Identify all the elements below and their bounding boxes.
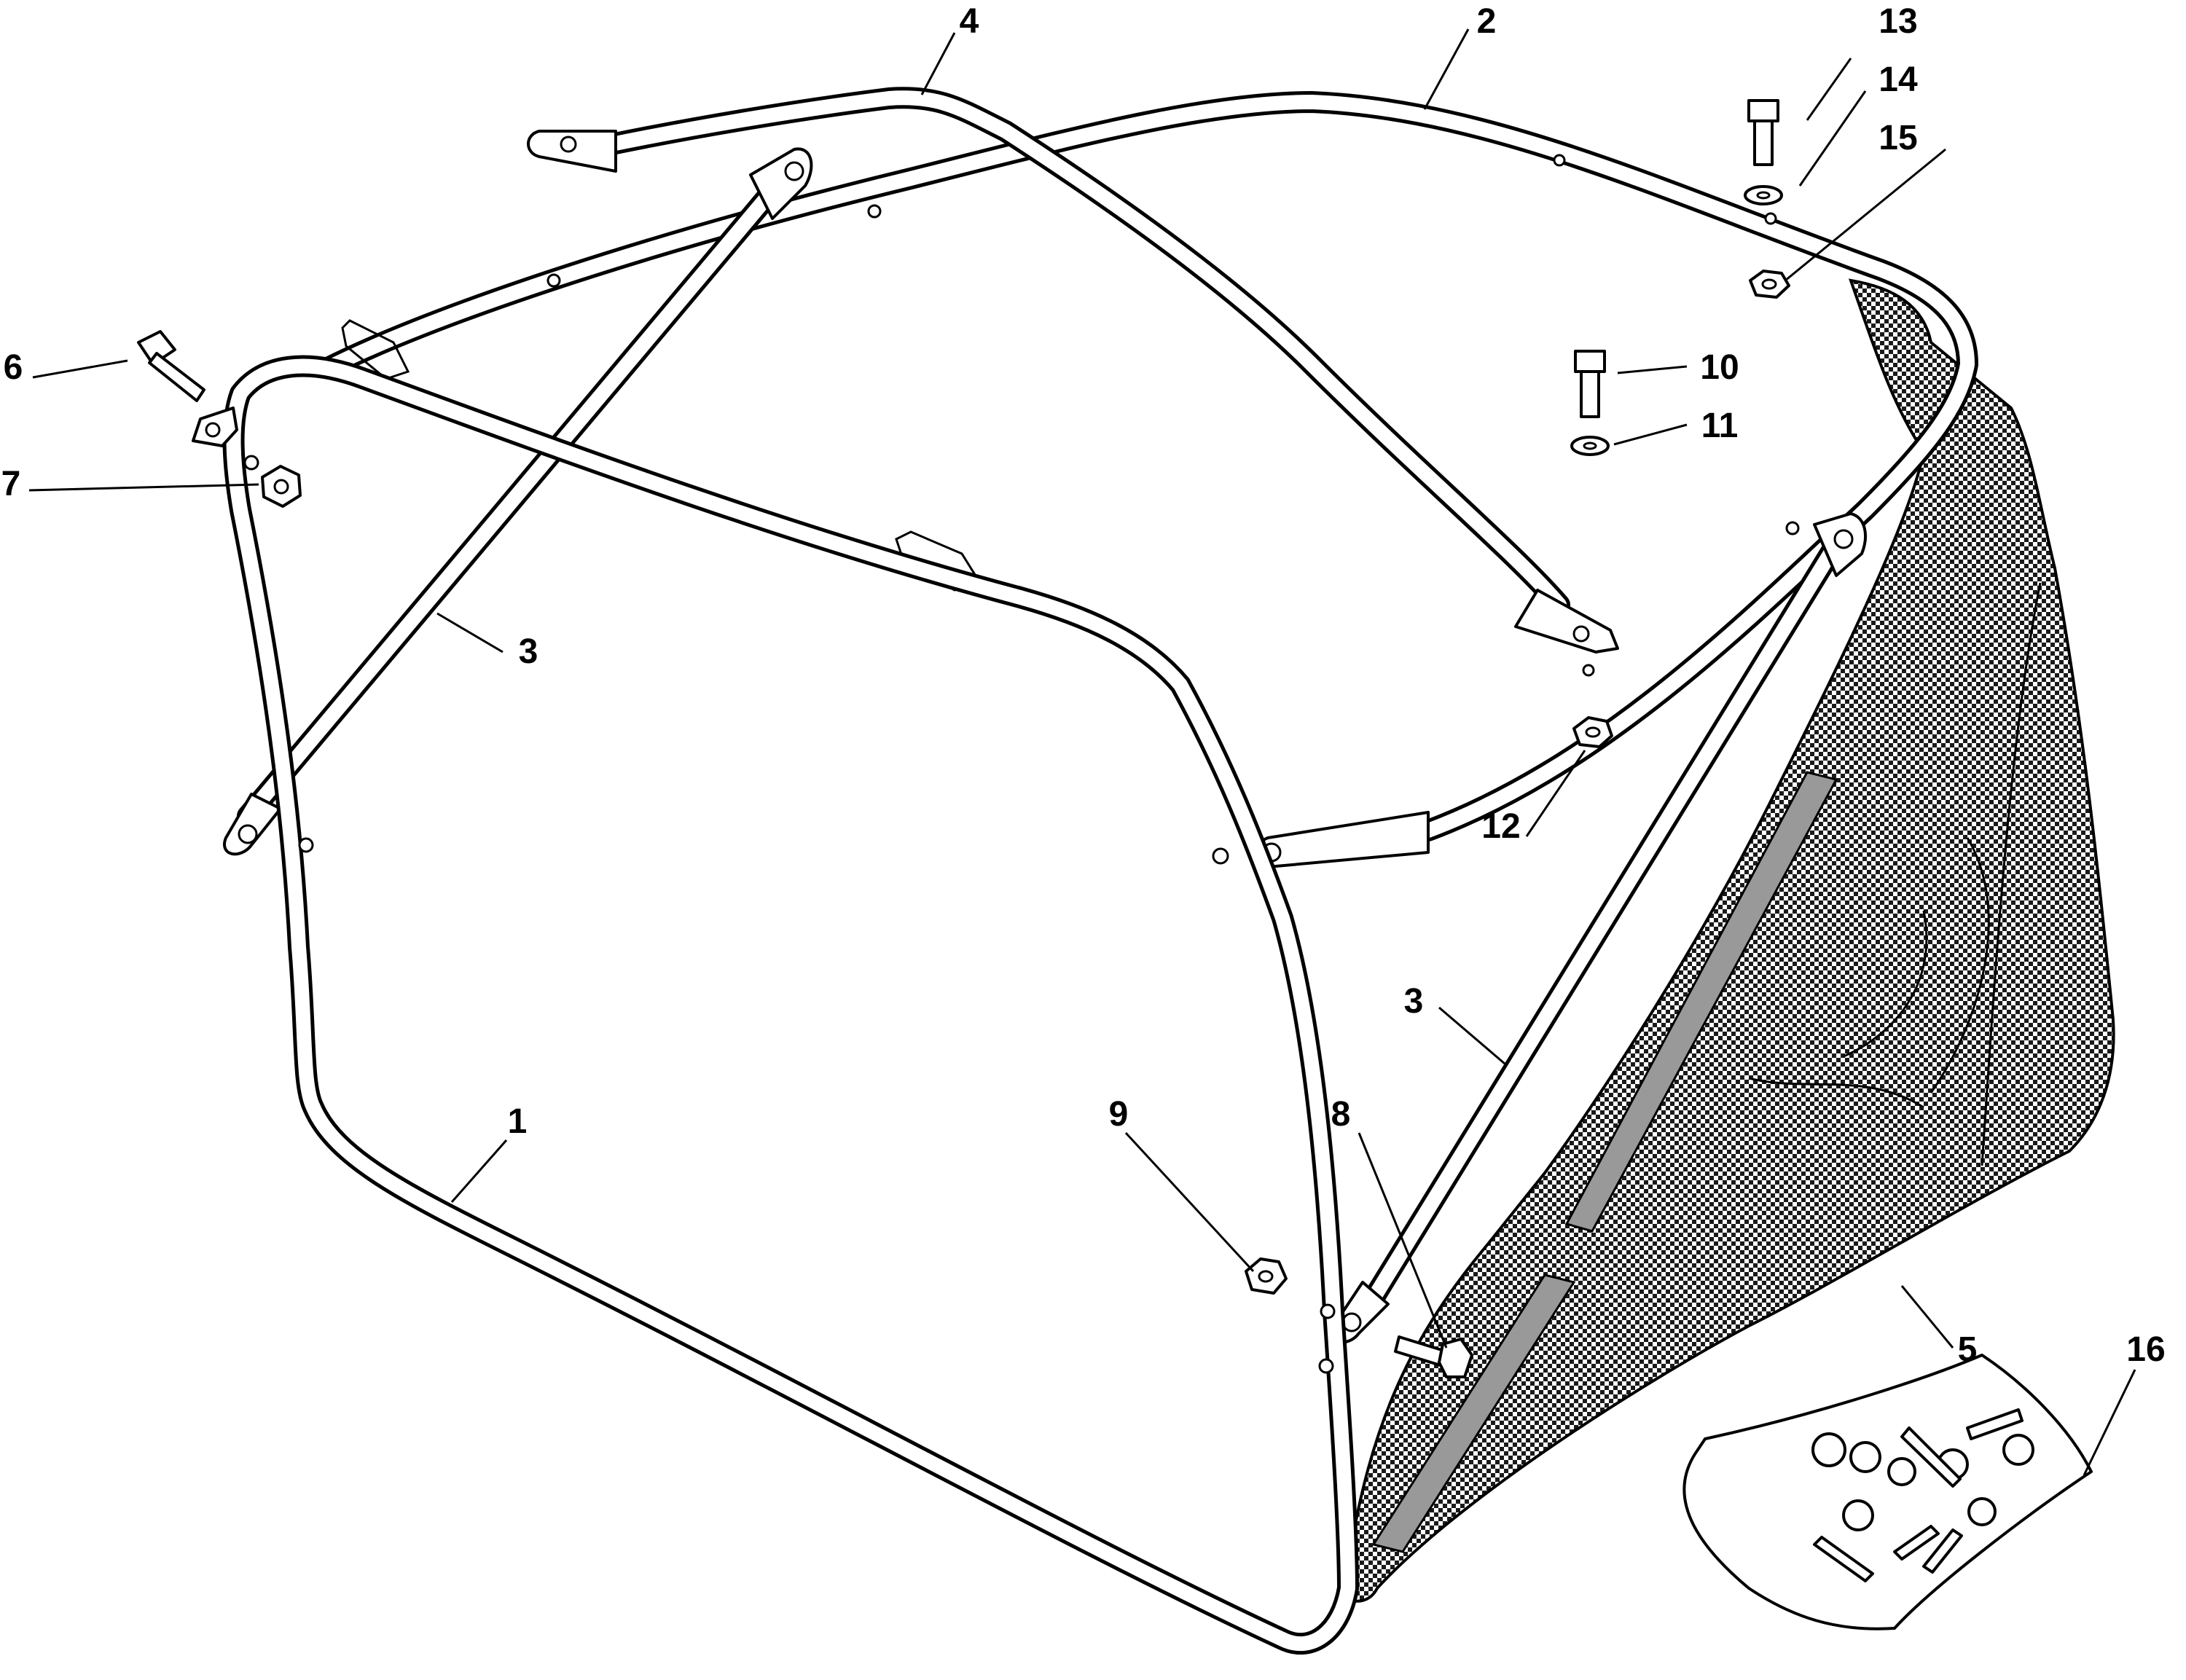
callout-1: 1 <box>508 1102 528 1141</box>
callout-4: 4 <box>960 2 979 41</box>
callout-6: 6 <box>4 348 23 387</box>
top-bar-end-tab <box>1253 811 1430 868</box>
arch-bar <box>527 87 1619 653</box>
washer-11 <box>1570 436 1610 456</box>
bolt-8 <box>1394 1335 1473 1378</box>
callout-13: 13 <box>1879 2 1917 41</box>
hook-rear <box>341 319 410 380</box>
callout-9: 9 <box>1109 1095 1129 1134</box>
callout-12: 12 <box>1481 807 1520 846</box>
nut-12 <box>1572 716 1613 748</box>
callout-5: 5 <box>1958 1330 1978 1369</box>
nut-7 <box>261 465 302 508</box>
callout-16: 16 <box>2126 1330 2165 1369</box>
callout-8: 8 <box>1331 1095 1351 1134</box>
nut-15 <box>1749 270 1790 299</box>
leader-lines <box>28 28 2136 1476</box>
callout-7: 7 <box>1 465 21 503</box>
bolt-6 <box>137 330 205 402</box>
nut-9 <box>1245 1257 1288 1295</box>
strut-left <box>223 147 813 856</box>
callout-11: 11 <box>1701 407 1739 445</box>
bag-side-strips <box>1371 771 1838 1553</box>
callout-3-rear: 3 <box>519 632 538 671</box>
washer-14 <box>1744 185 1783 205</box>
strut-right <box>1331 512 1867 1344</box>
bolt-13 <box>1747 99 1779 166</box>
callout-14: 14 <box>1879 60 1918 99</box>
callout-3-front: 3 <box>1404 982 1424 1021</box>
front-frame <box>192 355 1359 1655</box>
hardware-kit-bag <box>1682 1354 2093 1630</box>
callout-2: 2 <box>1477 2 1497 41</box>
bolt-10 <box>1574 350 1606 418</box>
callout-labels: 1 2 3 3 4 5 6 7 8 9 10 11 12 13 14 15 16 <box>1 2 2166 1369</box>
callout-15: 15 <box>1879 119 1917 157</box>
callout-10: 10 <box>1700 348 1739 387</box>
